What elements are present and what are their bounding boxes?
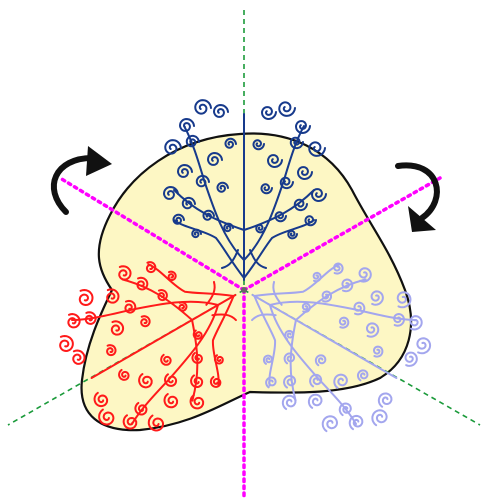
rotation-center-point xyxy=(241,287,247,293)
